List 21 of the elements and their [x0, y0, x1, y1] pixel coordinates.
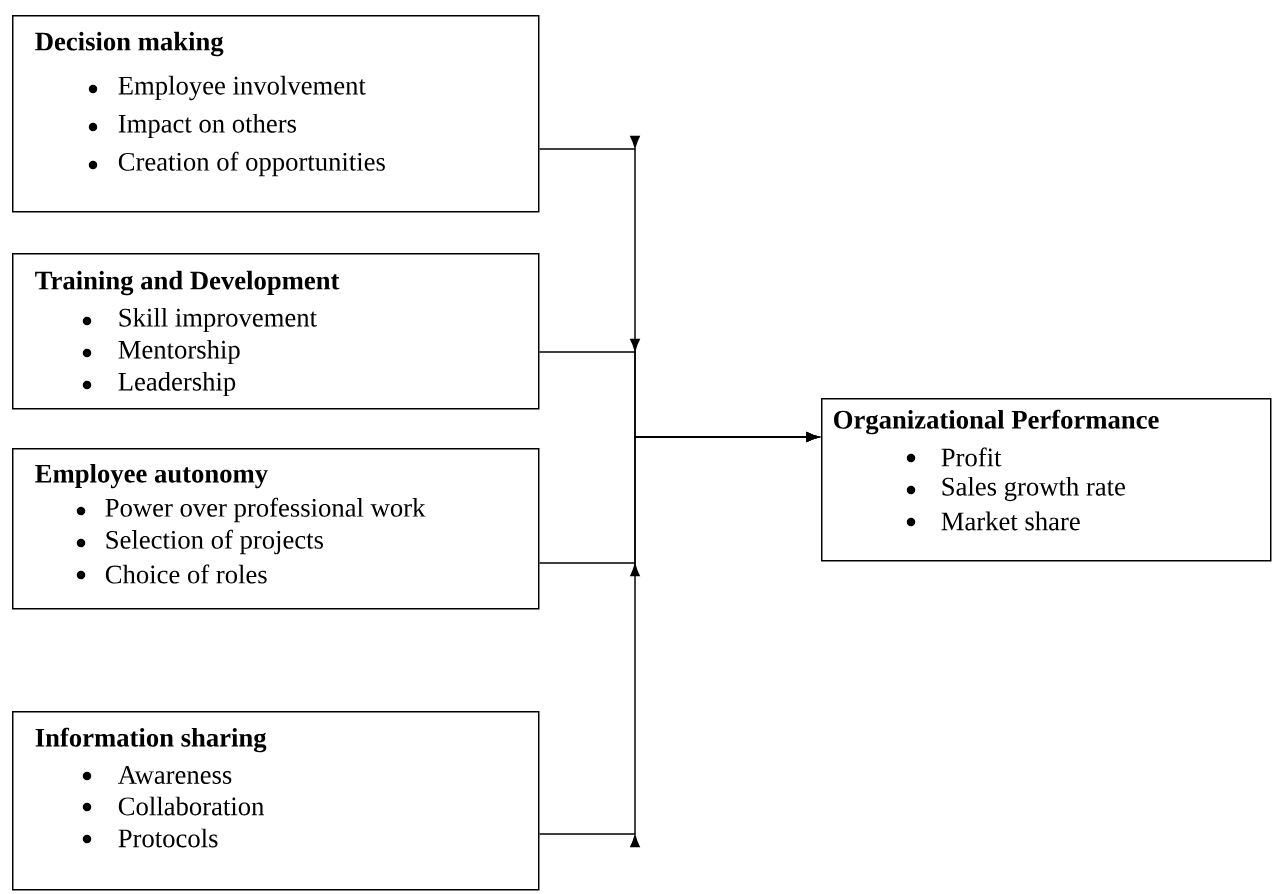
box-heading: Information sharing [35, 727, 267, 753]
bullet-item: Profit [906, 447, 1002, 467]
bullet-item: Leadership [82, 371, 236, 397]
box-heading: Employee autonomy [35, 463, 268, 489]
bullet-item: Skill improvement [82, 307, 317, 333]
box-heading: Training and Development [35, 270, 340, 296]
bullet-item: Market share [906, 511, 1080, 531]
bullet-item: Awareness [82, 766, 232, 784]
arrow [538, 432, 819, 848]
bullet-item: Selection of projects [76, 529, 323, 555]
bullet-item: Impact on others [88, 113, 296, 139]
bullet-item: Protocols [82, 828, 218, 848]
bullet-item: Mentorship [82, 339, 240, 365]
box-heading: Decision making [35, 31, 224, 57]
bullet-item: Creation of opportunities [88, 151, 385, 177]
bullet-item: Employee involvement [88, 75, 366, 101]
box-heading: Organizational Performance [834, 409, 1159, 435]
bullet-item: Collaboration [82, 796, 264, 816]
bullet-item: Choice of roles [76, 564, 267, 584]
bullet-item: Sales growth rate [906, 476, 1125, 502]
bullet-item: Power over professional work [76, 497, 426, 523]
